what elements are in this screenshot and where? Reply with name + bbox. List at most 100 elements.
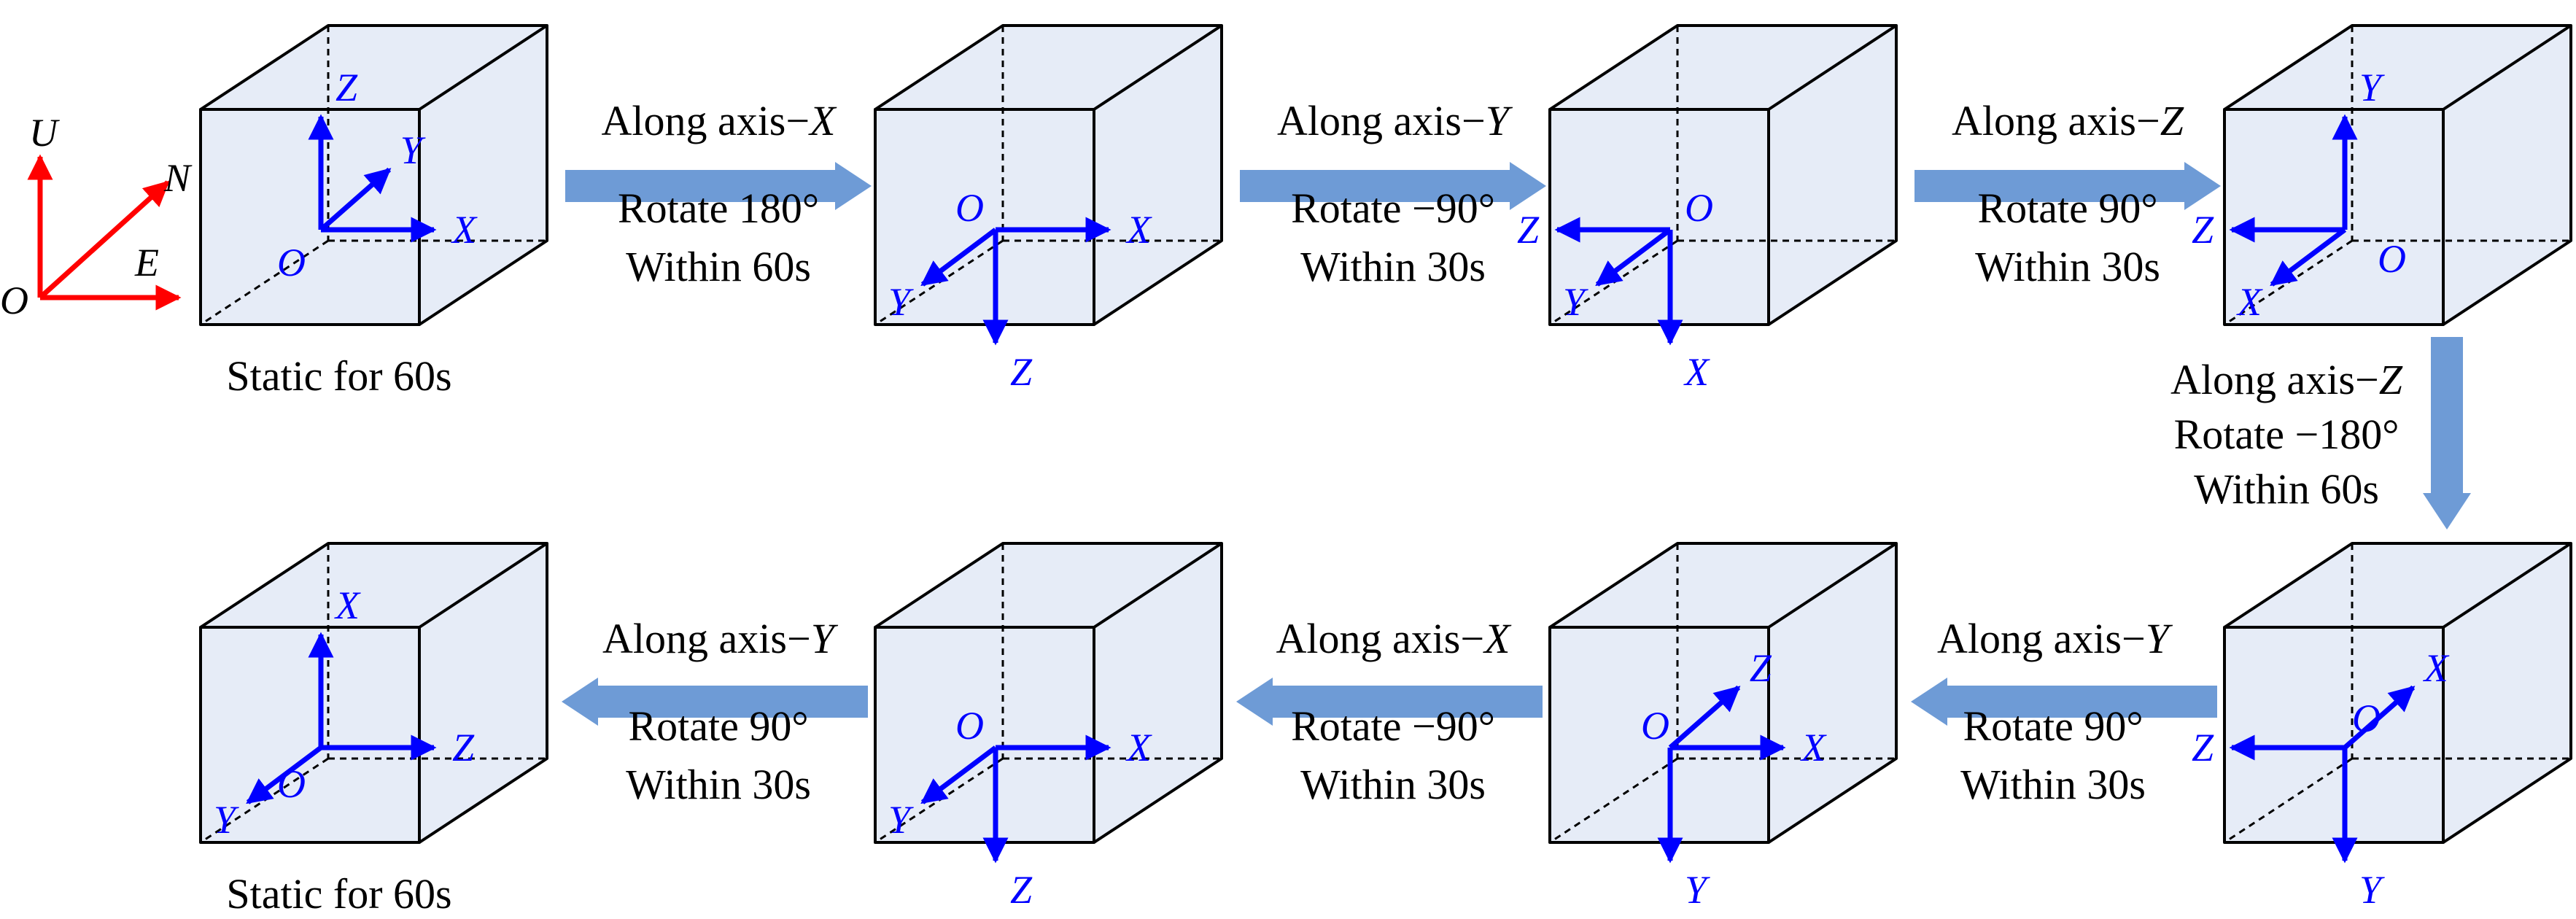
- cube-face: [201, 543, 547, 842]
- step-duration-line: Within 30s: [626, 761, 811, 808]
- step-axis-line: Along axis−Z: [2170, 356, 2403, 403]
- body-axis-label-z: Z: [452, 726, 475, 769]
- body-origin-label: O: [2378, 237, 2406, 281]
- cube-caption: Static for 60s: [226, 870, 451, 915]
- cube-face: [1550, 26, 1896, 325]
- body-axis-label-y: Y: [888, 798, 914, 842]
- step-axis-line: Along axis−Z: [1952, 97, 2184, 144]
- cube-caption: Static for 60s: [226, 352, 451, 400]
- body-axis-label-x: X: [1800, 726, 1827, 769]
- cube-depth-edges: [2223, 542, 2572, 844]
- body-axis-label-x: X: [1683, 350, 1710, 394]
- body-origin-label: O: [1685, 186, 1713, 230]
- body-axis-label-y: Y: [214, 798, 239, 842]
- body-axis-z: [1668, 685, 1741, 750]
- cube-depth-edges: [1548, 542, 1898, 844]
- step-rotate-line: Rotate −90°: [1291, 702, 1495, 750]
- cube-face: [2224, 543, 2571, 842]
- step-duration-line: Within 30s: [1960, 761, 2146, 808]
- reference-label-origin: O: [0, 279, 28, 322]
- body-axis-y: [920, 228, 998, 287]
- body-axis-y: [246, 745, 323, 804]
- orientation-cube-3: ZY X O: [1517, 24, 1898, 394]
- cube-face: [2224, 26, 2571, 325]
- cube-depth-edges: [874, 24, 1223, 326]
- flow-arrow-5: [1911, 678, 2217, 726]
- step-rotate-line: Rotate −180°: [2174, 411, 2400, 458]
- cube-hidden-edge: [200, 239, 329, 326]
- step-rotate-line: Rotate −90°: [1291, 185, 1495, 232]
- body-origin-label: O: [955, 704, 984, 748]
- step-rotate-line: Rotate 90°: [1977, 185, 2157, 232]
- cube-face: [1550, 543, 1896, 842]
- step-label-1: Along axis−X Rotate 180° Within 60s: [601, 97, 837, 290]
- orientation-cube-5: X Z Y O: [2192, 542, 2572, 912]
- body-axis-label-x: X: [1125, 726, 1152, 769]
- reference-label-u: U: [29, 111, 60, 155]
- reference-label-e: E: [134, 241, 159, 284]
- body-axis-label-z: Z: [335, 66, 358, 109]
- body-axis-y: [920, 745, 998, 804]
- body-origin-label: O: [1641, 704, 1669, 748]
- body-axis-label-x: X: [334, 583, 361, 627]
- flow-arrow-6: [1236, 678, 1543, 726]
- body-axis-label-y: Y: [888, 280, 914, 324]
- body-axis-label-y: Y: [400, 128, 426, 172]
- step-rotate-line: Rotate 180°: [618, 185, 819, 232]
- step-duration-line: Within 30s: [1300, 761, 1486, 808]
- body-axis-label-z: Z: [1010, 350, 1033, 394]
- body-origin-label: O: [2352, 697, 2381, 740]
- cube-depth-edges: [199, 24, 548, 326]
- body-axis-x: [2270, 228, 2347, 287]
- step-rotate-line: Rotate 90°: [1963, 702, 2143, 750]
- cube-hidden-edge: [2224, 757, 2353, 844]
- step-duration-line: Within 60s: [2194, 465, 2379, 513]
- cube-depth-edges: [199, 542, 548, 844]
- cube-face: [875, 26, 1222, 325]
- step-axis-line: Along axis−X: [601, 97, 837, 144]
- orientation-cube-7: X Y Z O: [874, 542, 1223, 912]
- cube-face: [201, 26, 547, 325]
- body-origin-label: O: [277, 762, 306, 806]
- flow-arrow-3: [1914, 162, 2221, 210]
- flow-arrow-4: [2423, 337, 2471, 530]
- body-axis-label-y: Y: [2359, 868, 2385, 912]
- body-axis-label-x: X: [451, 208, 478, 252]
- body-axis-label-y: Y: [1563, 280, 1588, 324]
- flow-arrow-7: [562, 678, 868, 726]
- reference-axis-n: [38, 180, 170, 300]
- step-axis-line: Along axis−X: [1276, 615, 1512, 662]
- body-axis-label-z: Z: [1750, 646, 1772, 690]
- body-axis-label-x: X: [1125, 208, 1152, 252]
- cube-front-edges: [2223, 108, 2445, 326]
- body-axis-y: [319, 167, 392, 232]
- body-axis-label-z: Z: [2192, 208, 2214, 252]
- cube-hidden-edge: [1549, 757, 1678, 844]
- reference-frame: U N E O: [0, 111, 193, 322]
- step-axis-line: Along axis−Y: [1937, 615, 2173, 662]
- step-label-4: Along axis−Z Rotate −180° Within 60s: [2170, 356, 2403, 513]
- step-label-5: Along axis−Y Rotate 90° Within 30s: [1937, 615, 2173, 808]
- step-duration-line: Within 60s: [626, 243, 811, 290]
- body-axis-label-z: Z: [1010, 868, 1033, 912]
- body-axis-label-x: X: [2236, 280, 2263, 324]
- flow-arrow-2: [1240, 162, 1546, 210]
- reference-label-n: N: [163, 156, 193, 200]
- body-axis-label-z: Z: [1517, 208, 1540, 252]
- body-axis-label-x: X: [2423, 646, 2450, 690]
- step-label-7: Along axis−Y Rotate 90° Within 30s: [602, 615, 839, 808]
- step-axis-line: Along axis−Y: [602, 615, 839, 662]
- body-axis-x: [2343, 685, 2416, 750]
- step-rotate-line: Rotate 90°: [628, 702, 808, 750]
- step-duration-line: Within 30s: [1300, 243, 1486, 290]
- body-axis-label-z: Z: [2192, 726, 2214, 769]
- cube-face: [875, 543, 1222, 842]
